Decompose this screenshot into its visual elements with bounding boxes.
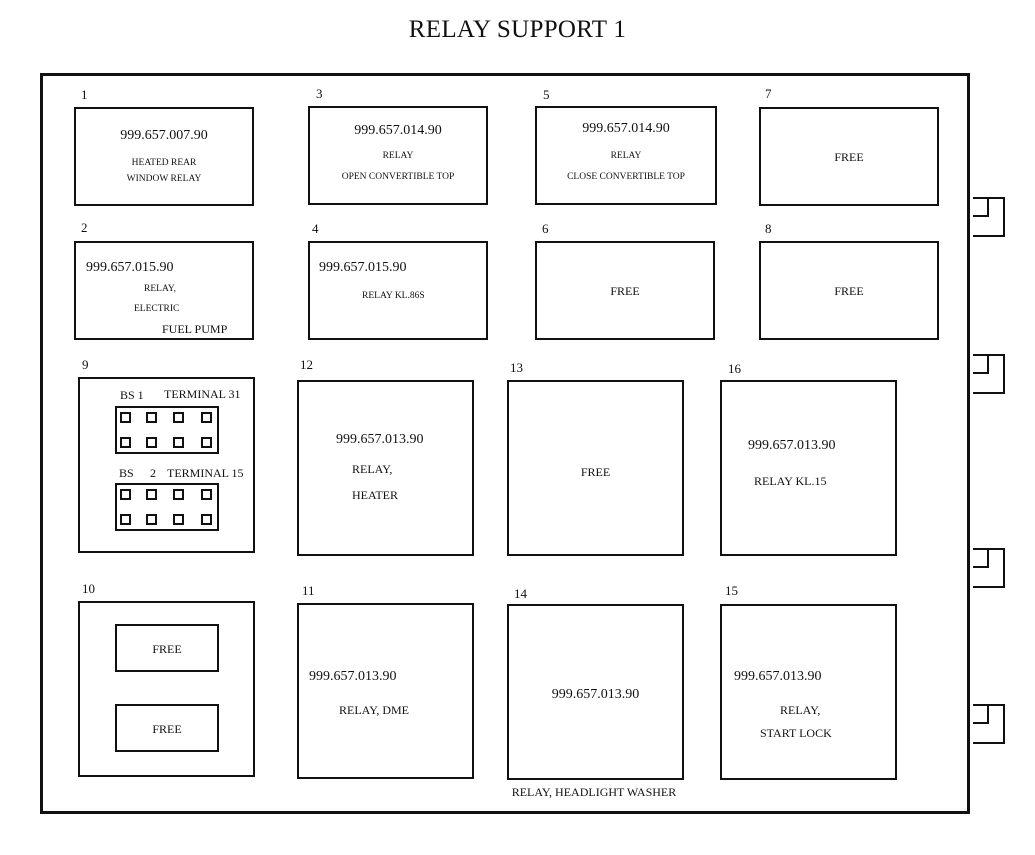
pin bbox=[173, 437, 184, 448]
slot-number-13: 13 bbox=[510, 360, 523, 375]
free-label: FREE bbox=[152, 642, 182, 656]
slot-8[interactable]: FREE bbox=[759, 241, 939, 340]
slot-number-9: 9 bbox=[82, 357, 89, 372]
pin bbox=[146, 437, 157, 448]
slot-2[interactable]: 999.657.015.90 RELAY, ELECTRIC FUEL PUMP bbox=[74, 241, 254, 340]
connector-bs1[interactable] bbox=[115, 406, 219, 454]
part-number: 999.657.013.90 bbox=[336, 432, 424, 447]
part-number: 999.657.013.90 bbox=[309, 669, 397, 684]
pin bbox=[201, 437, 212, 448]
pin bbox=[173, 489, 184, 500]
slot-7[interactable]: FREE bbox=[759, 107, 939, 206]
pin bbox=[173, 514, 184, 525]
relay-label: START LOCK bbox=[760, 726, 832, 740]
relay-label: RELAY KL.86S bbox=[362, 291, 425, 301]
slot-number-6: 6 bbox=[542, 221, 549, 236]
relay-label: RELAY, DME bbox=[339, 703, 410, 717]
mounting-lug bbox=[973, 354, 1005, 394]
slot-13[interactable]: FREE bbox=[507, 380, 684, 556]
relay-label: CLOSE CONVERTIBLE TOP bbox=[567, 172, 685, 182]
part-number: 999.657.015.90 bbox=[86, 260, 174, 275]
free-label: FREE bbox=[580, 465, 611, 479]
slot-number-1: 1 bbox=[81, 87, 88, 102]
slot-1[interactable]: 999.657.007.90 HEATED REAR WINDOW RELAY bbox=[74, 107, 254, 206]
part-number: 999.657.014.90 bbox=[582, 121, 670, 136]
slot-11[interactable]: 999.657.013.90 RELAY, DME bbox=[297, 603, 474, 779]
slot-16[interactable]: 999.657.013.90 RELAY KL.15 bbox=[720, 380, 897, 556]
free-label: FREE bbox=[610, 284, 640, 298]
relay-label: RELAY, bbox=[780, 703, 821, 717]
pin bbox=[173, 412, 184, 423]
slot-number-12: 12 bbox=[300, 357, 313, 372]
part-number: 999.657.014.90 bbox=[354, 123, 442, 138]
part-number: 999.657.015.90 bbox=[319, 260, 407, 275]
mounting-lug bbox=[973, 548, 1005, 588]
pin bbox=[146, 489, 157, 500]
pin bbox=[201, 412, 212, 423]
pin bbox=[120, 514, 131, 525]
slot-9-terminal-block[interactable]: BS 1 TERMINAL 31 BS 2 TERMINAL 15 bbox=[78, 377, 255, 553]
slot-number-3: 3 bbox=[316, 86, 323, 101]
slot-number-8: 8 bbox=[765, 221, 772, 236]
relay-label: HEATER bbox=[352, 488, 398, 502]
slot-5[interactable]: 999.657.014.90 RELAY CLOSE CONVERTIBLE T… bbox=[535, 106, 717, 205]
slot-number-7: 7 bbox=[765, 86, 772, 101]
slot-number-2: 2 bbox=[81, 220, 88, 235]
mounting-lug bbox=[973, 704, 1005, 744]
connector-bs2[interactable] bbox=[115, 483, 219, 531]
relay-support-board bbox=[40, 73, 970, 814]
pin bbox=[120, 412, 131, 423]
slot-number-11: 11 bbox=[302, 583, 315, 598]
terminal-31-label: TERMINAL 31 bbox=[164, 387, 241, 401]
slot-6[interactable]: FREE bbox=[535, 241, 715, 340]
slot-number-14: 14 bbox=[514, 586, 527, 601]
free-subslot-upper[interactable]: FREE bbox=[115, 624, 219, 672]
bs2-label: BS bbox=[119, 466, 134, 480]
relay-label: HEATED REAR bbox=[131, 158, 197, 168]
free-subslot-lower[interactable]: FREE bbox=[115, 704, 219, 752]
slot-14[interactable]: 999.657.013.90 bbox=[507, 604, 684, 780]
slot-10[interactable]: FREE FREE bbox=[78, 601, 255, 777]
free-label: FREE bbox=[834, 284, 864, 298]
slot-3[interactable]: 999.657.014.90 RELAY OPEN CONVERTIBLE TO… bbox=[308, 106, 488, 205]
pin bbox=[120, 437, 131, 448]
relay-label: FUEL PUMP bbox=[162, 322, 228, 336]
slot-4[interactable]: 999.657.015.90 RELAY KL.86S bbox=[308, 241, 488, 340]
slot-number-16: 16 bbox=[728, 361, 741, 376]
relay-label: RELAY bbox=[382, 151, 414, 161]
relay-label: OPEN CONVERTIBLE TOP bbox=[341, 172, 455, 182]
free-label: FREE bbox=[834, 150, 864, 164]
relay-headlight-washer-label: RELAY, HEADLIGHT WASHER bbox=[511, 785, 677, 799]
bs1-label: BS 1 bbox=[120, 388, 144, 402]
slot-15[interactable]: 999.657.013.90 RELAY, START LOCK bbox=[720, 604, 897, 780]
part-number: 999.657.013.90 bbox=[551, 687, 640, 702]
relay-label: ELECTRIC bbox=[134, 304, 180, 314]
mounting-lug bbox=[973, 197, 1005, 237]
relay-label: WINDOW RELAY bbox=[126, 174, 202, 184]
slot-number-5: 5 bbox=[543, 87, 550, 102]
pin bbox=[201, 489, 212, 500]
slot-number-10: 10 bbox=[82, 581, 95, 596]
bs2-number: 2 bbox=[150, 466, 156, 480]
slot-number-4: 4 bbox=[312, 221, 319, 236]
pin bbox=[120, 489, 131, 500]
relay-label: RELAY KL.15 bbox=[754, 474, 827, 488]
free-label: FREE bbox=[152, 722, 182, 736]
pin bbox=[201, 514, 212, 525]
part-number: 999.657.013.90 bbox=[734, 669, 822, 684]
relay-label: RELAY, bbox=[144, 284, 176, 294]
slot-number-15: 15 bbox=[725, 583, 738, 598]
relay-label: RELAY, bbox=[352, 462, 393, 476]
pin bbox=[146, 412, 157, 423]
pin bbox=[146, 514, 157, 525]
terminal-15-label: TERMINAL 15 bbox=[167, 466, 244, 480]
diagram-title: RELAY SUPPORT 1 bbox=[408, 16, 627, 43]
slot-12[interactable]: 999.657.013.90 RELAY, HEATER bbox=[297, 380, 474, 556]
part-number: 999.657.007.90 bbox=[120, 128, 208, 143]
relay-label: RELAY bbox=[610, 151, 642, 161]
part-number: 999.657.013.90 bbox=[748, 438, 836, 453]
